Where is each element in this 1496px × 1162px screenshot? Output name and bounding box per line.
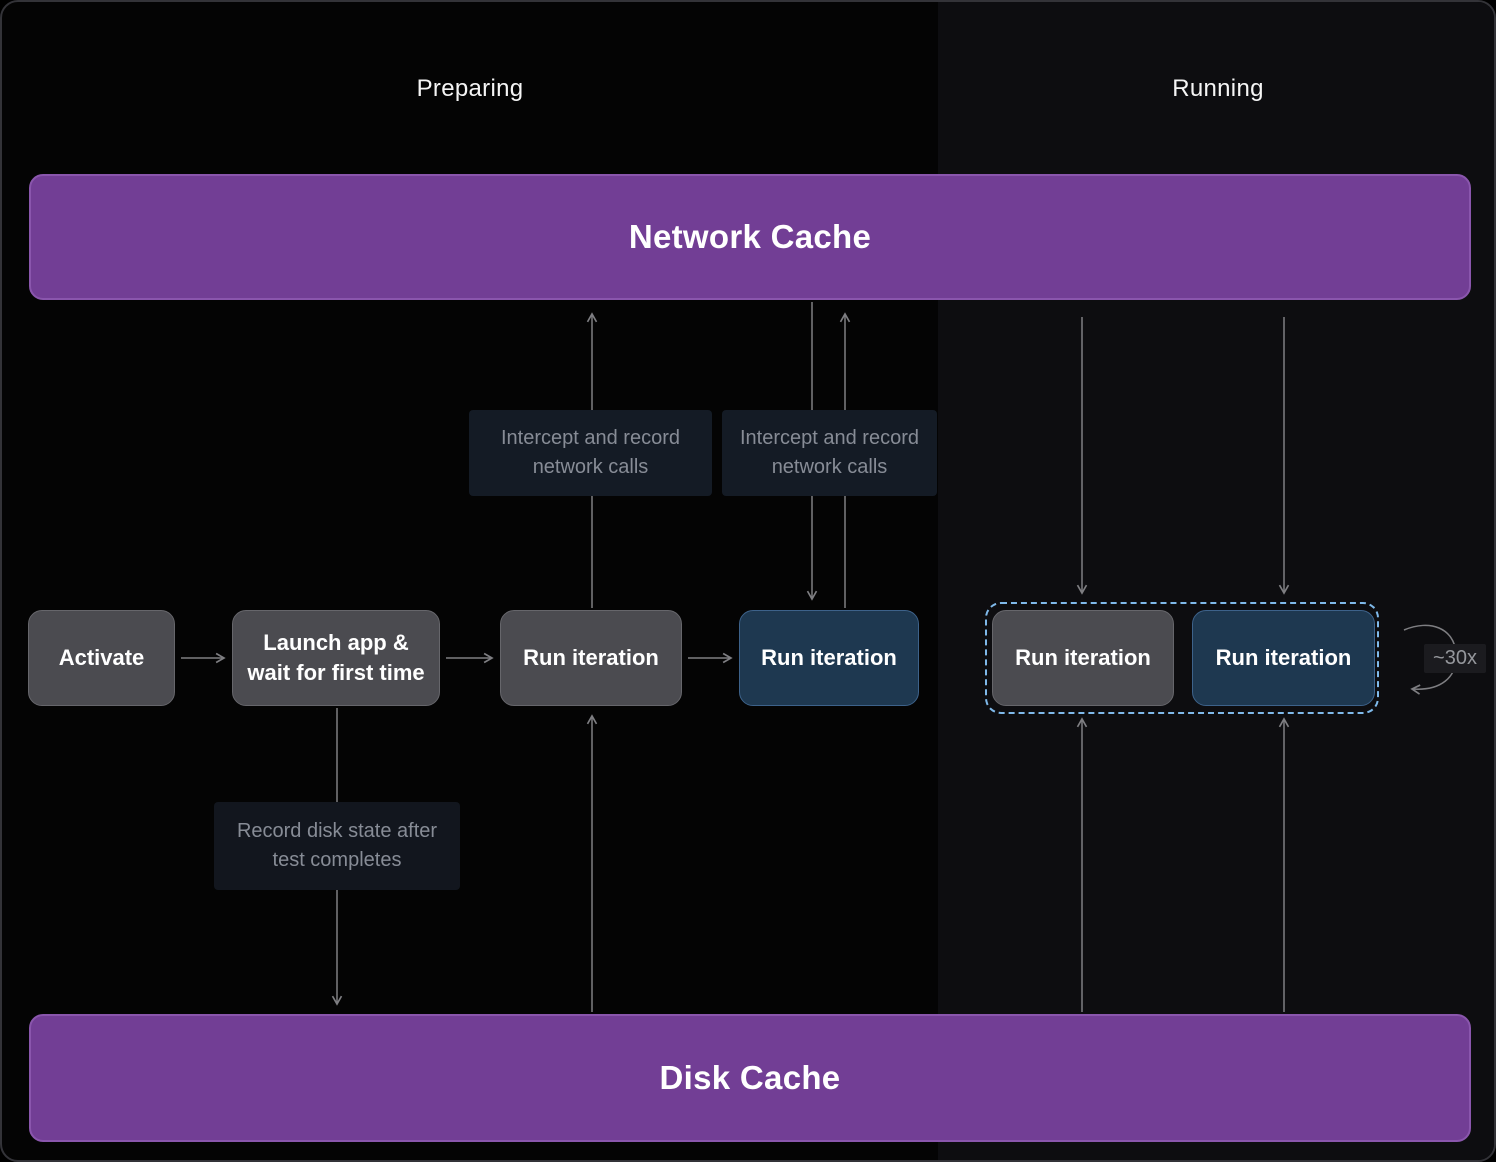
- section-label-preparing: Preparing: [416, 75, 524, 102]
- running-loop-group: Run iteration Run iteration: [985, 602, 1379, 714]
- disk-cache-bar: Disk Cache: [29, 1014, 1471, 1142]
- loop-count-badge: ~30x: [1424, 644, 1486, 673]
- network-cache-bar: Network Cache: [29, 174, 1471, 300]
- node-run-iteration-prep-blue: Run iteration: [739, 610, 919, 706]
- chip-record-disk-state: Record disk state after test completes: [214, 802, 460, 890]
- chip-intercept-network-calls-1: Intercept and record network calls: [469, 410, 712, 496]
- node-run-iteration-run-gray: Run iteration: [992, 610, 1174, 706]
- node-run-iteration-prep-gray: Run iteration: [500, 610, 682, 706]
- node-activate: Activate: [28, 610, 175, 706]
- disk-cache-label: Disk Cache: [659, 1059, 841, 1096]
- node-launch-app: Launch app & wait for first time: [232, 610, 440, 706]
- chip-intercept-network-calls-2: Intercept and record network calls: [722, 410, 937, 496]
- network-cache-label: Network Cache: [628, 218, 872, 255]
- node-run-iteration-run-blue: Run iteration: [1192, 610, 1375, 706]
- section-label-running: Running: [1172, 75, 1264, 102]
